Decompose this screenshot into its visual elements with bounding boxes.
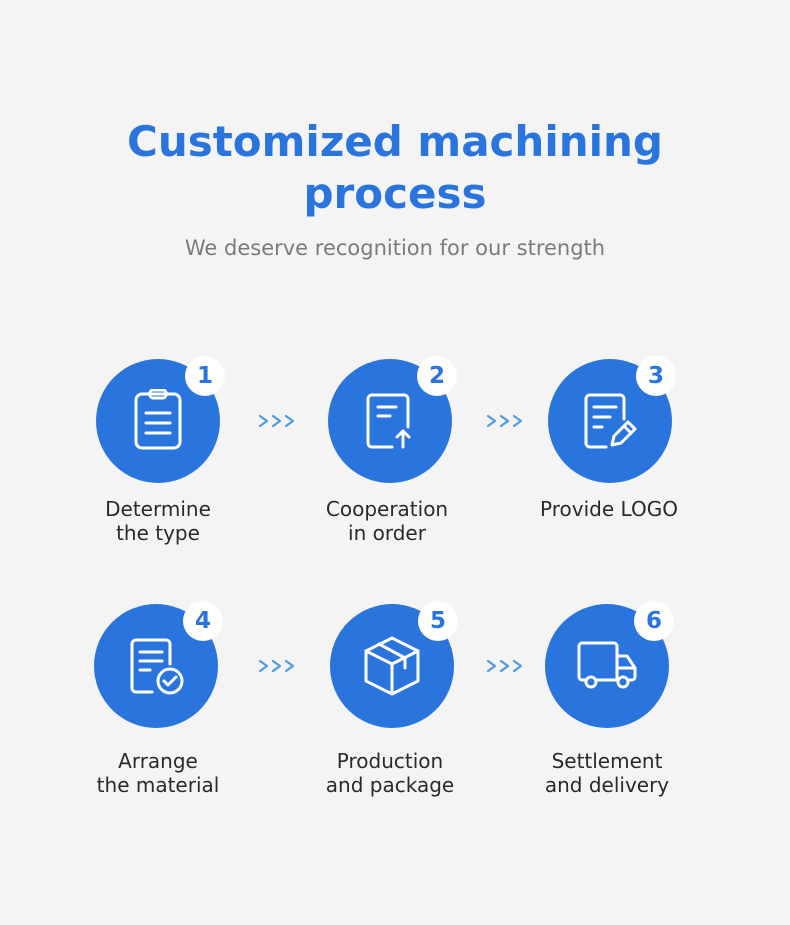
triple-chevron-right-icon bbox=[486, 659, 523, 673]
step-2-label-line1: Cooperation bbox=[325, 497, 449, 521]
step-2-label-line2: in order bbox=[348, 521, 426, 545]
page-subtitle: We deserve recognition for our strength bbox=[184, 236, 606, 260]
triple-chevron-right-icon bbox=[258, 414, 295, 428]
triple-chevron-right-icon bbox=[258, 659, 295, 673]
page-title-line1: Customized machining bbox=[127, 117, 663, 166]
document-check-icon bbox=[130, 638, 184, 695]
triple-chevron-right-icon bbox=[486, 414, 523, 428]
step-5-label: Production and package bbox=[290, 749, 490, 797]
step-4-label-line2: the material bbox=[96, 773, 220, 797]
step-3-badge: 3 bbox=[636, 356, 676, 396]
step-2-badge: 2 bbox=[417, 356, 457, 396]
step-5-label-line1: Production bbox=[336, 749, 444, 773]
step-6-label-line2: and delivery bbox=[544, 773, 670, 797]
step-5-label-line2: and package bbox=[325, 773, 455, 797]
document-edit-icon bbox=[584, 393, 637, 449]
step-1-label: Determine the type bbox=[58, 497, 258, 545]
box-icon bbox=[364, 636, 420, 696]
step-1-badge: 1 bbox=[185, 356, 225, 396]
document-upload-icon bbox=[366, 393, 411, 449]
step-4-label: Arrange the material bbox=[58, 749, 258, 797]
step-2-label: Cooperation in order bbox=[287, 497, 487, 545]
step-5-badge: 5 bbox=[418, 601, 458, 641]
step-6-label: Settlement and delivery bbox=[507, 749, 707, 797]
step-4-badge: 4 bbox=[183, 601, 223, 641]
step-1-label-line2: the type bbox=[116, 521, 200, 545]
step-3-label: Provide LOGO bbox=[509, 497, 709, 521]
step-4-label-line1: Arrange bbox=[118, 749, 198, 773]
step-6-badge: 6 bbox=[634, 601, 674, 641]
page-title-line2: process bbox=[303, 169, 487, 218]
step-6-label-line1: Settlement bbox=[551, 749, 663, 773]
truck-icon bbox=[577, 641, 637, 689]
step-3-label-line1: Provide LOGO bbox=[540, 497, 678, 521]
step-1-label-line1: Determine bbox=[105, 497, 211, 521]
page-title: Customized machining process bbox=[0, 116, 790, 220]
clipboard-icon bbox=[134, 389, 182, 450]
